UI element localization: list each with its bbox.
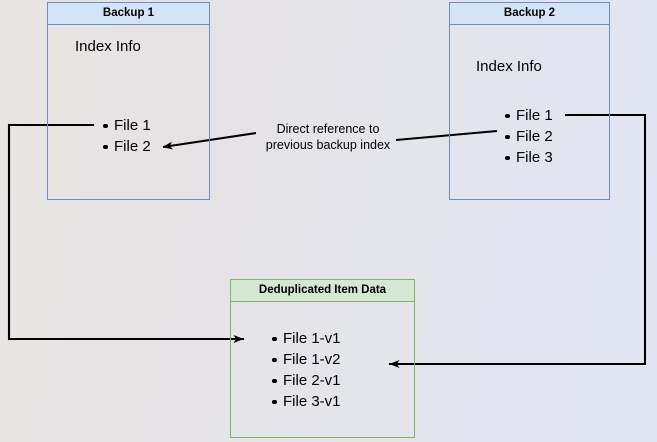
node-backup-1-title: Backup 1 <box>48 3 209 25</box>
node-backup-2-title: Backup 2 <box>450 3 609 25</box>
node-backup-1-body: Index Info File 1 File 2 <box>48 25 209 199</box>
list-item: File 3-v1 <box>272 393 341 410</box>
list-item: File 1-v2 <box>272 351 341 368</box>
node-dedup-body: File 1-v1 File 1-v2 File 2-v1 File 3-v1 <box>231 302 414 437</box>
list-item: File 2-v1 <box>272 372 341 389</box>
list-item: File 1 <box>103 117 151 134</box>
backup-2-file-list: File 1 File 2 File 3 <box>500 105 553 168</box>
backup-2-index-info-label: Index Info <box>476 58 542 75</box>
list-item: File 3 <box>505 149 553 166</box>
node-backup-2[interactable]: Backup 2 Index Info File 1 File 2 File 3 <box>449 2 610 200</box>
edge-label-line-1: Direct reference to <box>276 122 380 136</box>
edge-label-line-2: previous backup index <box>265 138 391 152</box>
list-item: File 2 <box>505 128 553 145</box>
node-backup-2-body: Index Info File 1 File 2 File 3 <box>450 25 609 199</box>
list-item: File 1 <box>505 107 553 124</box>
backup-1-file-list: File 1 File 2 <box>98 115 151 157</box>
node-dedup-title: Deduplicated Item Data <box>231 280 414 302</box>
backup-1-index-info-label: Index Info <box>75 38 141 55</box>
dedup-file-list: File 1-v1 File 1-v2 File 2-v1 File 3-v1 <box>267 328 341 412</box>
list-item: File 1-v1 <box>272 330 341 347</box>
list-item: File 2 <box>103 138 151 155</box>
node-deduplicated-item-data[interactable]: Deduplicated Item Data File 1-v1 File 1-… <box>230 279 415 438</box>
node-backup-1[interactable]: Backup 1 Index Info File 1 File 2 <box>47 2 210 200</box>
edge-label-direct-reference: Direct reference to previous backup inde… <box>248 121 408 153</box>
